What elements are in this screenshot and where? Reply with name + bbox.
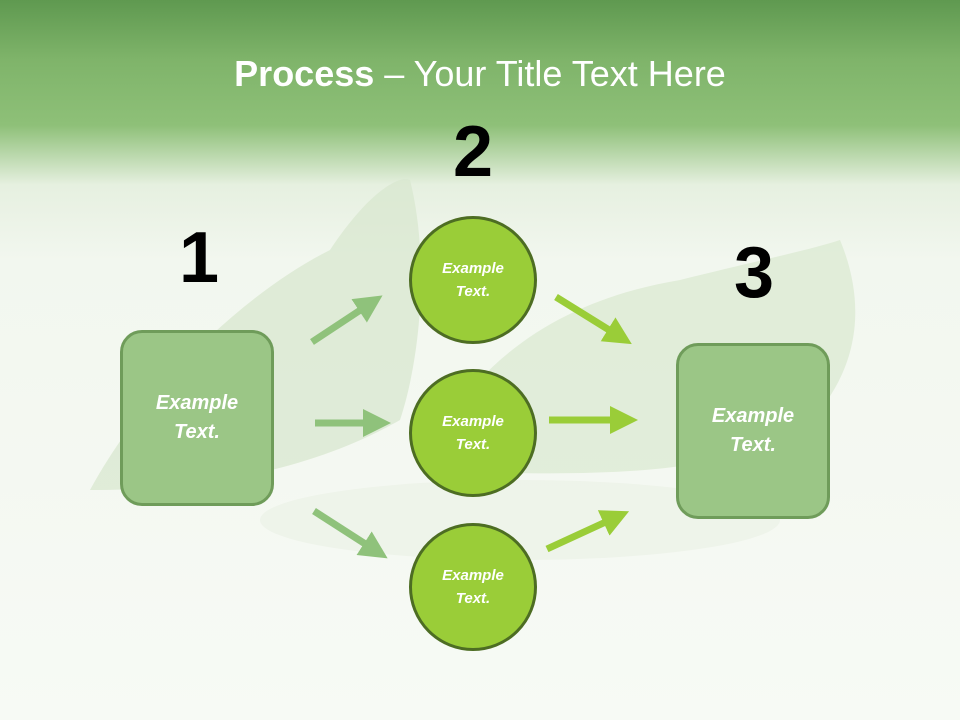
- step-number-3: 3: [733, 233, 775, 313]
- title-rest: – Your Title Text Here: [374, 53, 726, 94]
- step-2-circle-text: Example Text.: [442, 567, 504, 607]
- title-bold: Process: [234, 53, 375, 94]
- arrow-right-down: [554, 294, 632, 345]
- step-2-circle-middle: Example Text.: [409, 369, 537, 497]
- step-3-box: Example Text.: [676, 343, 830, 519]
- arrow-right-down: [312, 508, 388, 559]
- arrow-right-up: [310, 295, 383, 345]
- step-2-circle-bottom: Example Text.: [409, 523, 537, 651]
- slide-title: Process – Your Title Text Here: [0, 52, 960, 96]
- step-1-text: Example Text.: [155, 392, 239, 443]
- step-1-box: Example Text.: [120, 330, 274, 506]
- arrow-right-up: [545, 510, 630, 553]
- step-2-circle-top: Example Text.: [409, 216, 537, 344]
- step-3-text: Example Text.: [711, 405, 795, 456]
- step-2-circle-text: Example Text.: [442, 413, 504, 453]
- step-number-1: 1: [178, 218, 220, 298]
- step-2-circle-text: Example Text.: [442, 260, 504, 300]
- step-number-2: 2: [452, 112, 494, 192]
